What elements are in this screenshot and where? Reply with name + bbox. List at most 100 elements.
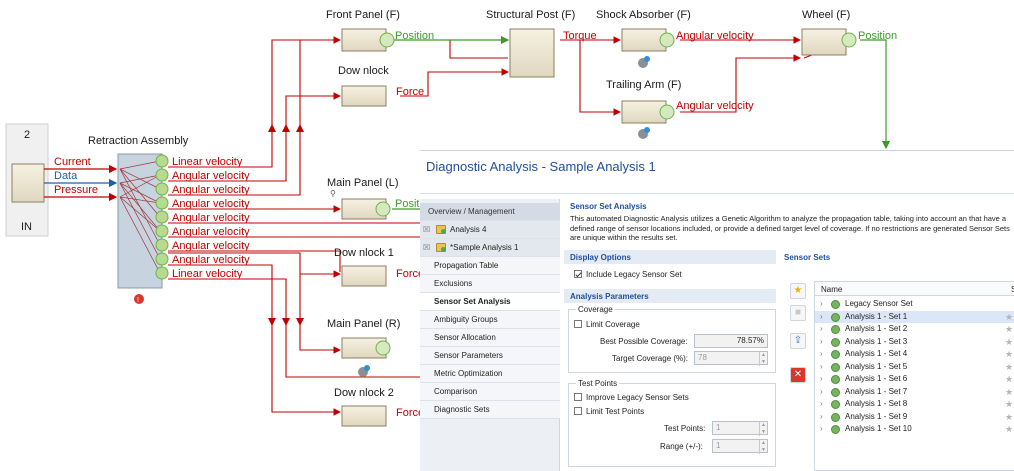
range-input[interactable]: 1	[712, 439, 768, 453]
chevron-right-icon[interactable]: ›	[820, 299, 823, 308]
chevron-right-icon[interactable]: ›	[820, 361, 823, 371]
list-item[interactable]: ›Analysis 1 - Set 5★	[815, 361, 1014, 374]
list-item-label: Analysis 1 - Set 9	[845, 411, 908, 421]
node-downlock[interactable]	[341, 85, 387, 107]
export-icon[interactable]: ⇪	[790, 333, 806, 349]
list-item[interactable]: ›Analysis 1 - Set 10★	[815, 423, 1014, 436]
limit-test-points-checkbox[interactable]	[574, 407, 582, 415]
port-label-force: Force	[396, 86, 424, 98]
chevron-right-icon[interactable]: ›	[820, 311, 823, 321]
star-outline-icon[interactable]: ★	[1005, 424, 1014, 434]
node-structural-post[interactable]	[509, 28, 555, 78]
svg-text:!: !	[137, 297, 139, 304]
list-header: Name S	[815, 282, 1014, 296]
nav-sensor-set-analysis[interactable]: Sensor Set Analysis	[420, 293, 560, 311]
nav-sensor-parameters[interactable]: Sensor Parameters	[420, 347, 560, 365]
port-label-force-partial: Force	[396, 268, 424, 280]
sensor-sets-toolbar: ★ ■ ⇪ ✕	[786, 281, 810, 471]
chevron-right-icon[interactable]: ›	[820, 324, 823, 333]
list-item[interactable]: › Analysis 1 - Set 8 ★	[815, 398, 1014, 411]
node-shock-absorber[interactable]	[621, 28, 667, 52]
spinner-arrows-icon[interactable]: ▲▼	[759, 422, 767, 436]
limit-test-points-label: Limit Test Points	[586, 407, 645, 416]
nav-overview-management[interactable]: Overview / Management	[420, 203, 560, 221]
close-red-icon[interactable]: ✕	[790, 367, 806, 383]
node-port	[659, 32, 675, 48]
star-outline-icon[interactable]: ★	[1005, 311, 1014, 322]
input-block-node[interactable]	[11, 163, 45, 203]
node-wheel[interactable]	[801, 28, 847, 56]
chevron-right-icon[interactable]: ›	[820, 349, 823, 358]
chevron-right-icon[interactable]: ›	[820, 336, 823, 346]
retraction-output-label: Angular velocity	[172, 254, 250, 266]
node-port	[375, 340, 391, 356]
star-outline-icon[interactable]: ★	[1005, 386, 1014, 397]
port-label-position-partial: Positio	[395, 198, 428, 210]
list-item[interactable]: › Analysis 1 - Set 9 ★	[815, 411, 1014, 424]
improve-legacy-checkbox[interactable]	[574, 393, 582, 401]
sensor-sets-list: Name S ›Legacy Sensor Set ›Analysis 1 - …	[814, 281, 1014, 471]
nav-propagation-table[interactable]: Propagation Table	[420, 257, 560, 275]
include-legacy-label: Include Legacy Sensor Set	[586, 270, 682, 279]
spinner-arrows-icon[interactable]: ▲▼	[759, 352, 767, 366]
sensor-set-icon	[831, 325, 840, 334]
star-outline-icon[interactable]: ★	[1005, 324, 1014, 334]
chevron-right-icon[interactable]: ›	[820, 411, 823, 421]
list-item[interactable]: ›Analysis 1 - Set 6★	[815, 373, 1014, 386]
list-item[interactable]: ›Analysis 1 - Set 4★	[815, 348, 1014, 361]
tab-analysis-4[interactable]: ☒ Analysis 4	[420, 221, 560, 239]
input-label-current: Current	[54, 156, 91, 168]
list-item[interactable]: ›Analysis 1 - Set 7★	[815, 386, 1014, 399]
retraction-internal-links	[119, 160, 161, 274]
list-item[interactable]: › Analysis 1 - Set 3 ★	[815, 336, 1014, 349]
close-icon[interactable]: ☒	[423, 225, 431, 234]
star-outline-icon[interactable]: ★	[1005, 411, 1014, 422]
list-item[interactable]: › Analysis 1 - Set 2 ★	[815, 323, 1014, 336]
list-item-label: Analysis 1 - Set 2	[845, 324, 908, 333]
chevron-right-icon[interactable]: ›	[820, 399, 823, 408]
test-points-input[interactable]: 1	[712, 421, 768, 435]
delete-disabled-icon[interactable]: ■	[790, 305, 806, 321]
node-front-panel[interactable]	[341, 28, 387, 52]
column-header-name[interactable]: Name	[821, 285, 843, 294]
star-icon[interactable]: ★	[790, 283, 806, 299]
list-item[interactable]: ›Legacy Sensor Set	[815, 298, 1014, 311]
star-outline-icon[interactable]: ★	[1005, 399, 1014, 409]
chevron-right-icon[interactable]: ›	[820, 386, 823, 396]
node-downlock-2[interactable]	[341, 405, 387, 427]
star-outline-icon[interactable]: ★	[1005, 336, 1014, 347]
limit-coverage-checkbox[interactable]	[574, 320, 582, 328]
column-header-partial[interactable]: S	[1011, 285, 1014, 294]
list-item-label: Analysis 1 - Set 3	[845, 336, 908, 346]
star-outline-icon[interactable]: ★	[1005, 349, 1014, 359]
flow-lines-red	[168, 36, 847, 416]
nav-comparison[interactable]: Comparison	[420, 383, 560, 401]
target-coverage-input[interactable]: 78	[694, 351, 768, 365]
input-label-pressure: Pressure	[54, 184, 98, 196]
chevron-right-icon[interactable]: ›	[820, 424, 823, 433]
star-outline-icon[interactable]: ★	[1005, 374, 1014, 384]
star-outline-icon[interactable]: ★	[1005, 361, 1014, 372]
analysis-icon	[436, 243, 446, 252]
list-item-label: Analysis 1 - Set 8	[845, 399, 908, 408]
node-downlock-1[interactable]	[341, 265, 387, 287]
include-legacy-checkbox[interactable]	[574, 270, 582, 278]
nav-diagnostic-sets[interactable]: Diagnostic Sets	[420, 401, 560, 419]
list-item[interactable]: ›Analysis 1 - Set 1★	[815, 310, 1014, 323]
sensor-set-icon	[831, 337, 840, 347]
nav-metric-optimization[interactable]: Metric Optimization	[420, 365, 560, 383]
nav-exclusions[interactable]: Exclusions	[420, 275, 560, 293]
close-icon[interactable]: ☒	[423, 243, 431, 252]
nav-ambiguity-groups[interactable]: Ambiguity Groups	[420, 311, 560, 329]
retraction-output-label: Linear velocity	[172, 268, 243, 280]
sensor-set-icon	[831, 362, 840, 372]
chevron-right-icon[interactable]: ›	[820, 374, 823, 383]
spinner-arrows-icon[interactable]: ▲▼	[759, 440, 767, 454]
node-title-downlock-2: Dow nlock 2	[334, 387, 394, 399]
port-label-angular-velocity: Angular velocity	[676, 30, 754, 42]
node-trailing-arm[interactable]	[621, 100, 667, 124]
nav-sensor-allocation[interactable]: Sensor Allocation	[420, 329, 560, 347]
error-icon[interactable]	[134, 294, 144, 304]
svg-text:⚲: ⚲	[330, 189, 336, 198]
tab-sample-analysis-1[interactable]: ☒ *Sample Analysis 1	[420, 239, 560, 257]
